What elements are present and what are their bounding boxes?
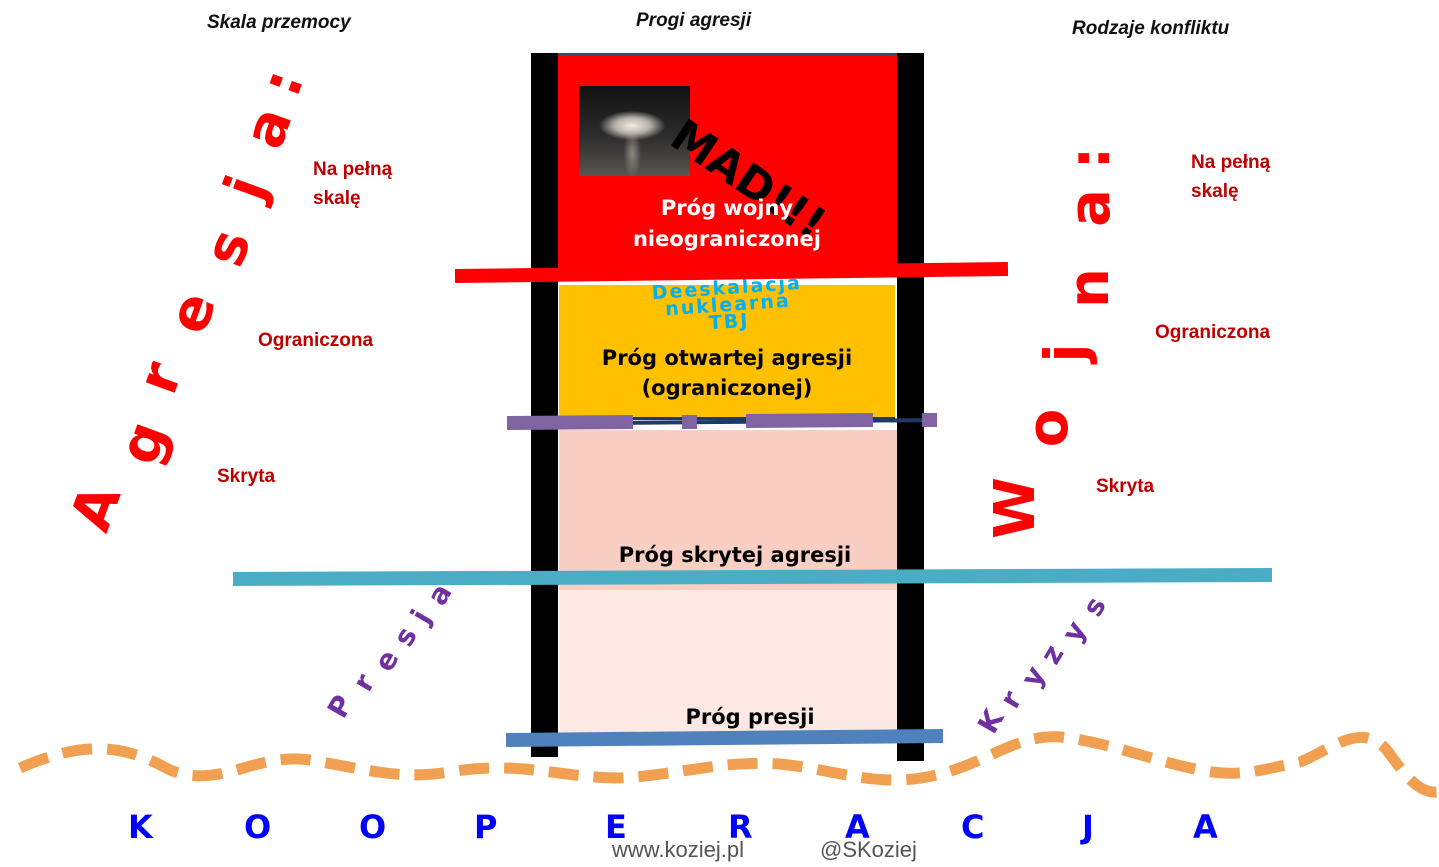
hidden-aggression-threshold-label: Próg skrytej agresji [618,543,852,567]
war-level-full: Na pełną skalę [1191,148,1270,206]
tower-right-pillar [897,53,924,761]
war-letter: j [1033,343,1099,363]
aggression-level-limited: Ograniczona [258,330,374,351]
war-level-limited: Ograniczona [1155,322,1271,343]
war-letter: o [1016,408,1082,448]
aggression-level-full-line1: Na pełną [313,159,393,180]
hidden-aggression-zone [559,430,899,590]
aggression-letter: s [191,221,265,275]
pressure-letter: P [320,689,360,724]
footer-website: www.koziej.pl [612,837,745,862]
aggression-letter: e [155,283,230,342]
pressure-letter: a [420,578,459,611]
cooperation-letter: A [1193,808,1218,846]
cooperation-letter: O [359,808,387,846]
crisis-letter: r [993,685,1029,714]
aggression-level-full: Na pełną skalę [313,155,392,213]
open-aggression-threshold-line-base [506,418,938,426]
crisis-letter: z [1033,639,1071,670]
cooperation-letter: C [961,808,985,846]
open-aggression-threshold-line2: (ograniczonej) [641,376,813,400]
war-letter: n [1056,268,1122,308]
war-level-hidden: Skryta [1096,476,1155,497]
aggression-letter: A [58,476,135,540]
cooperation-letter: R [728,808,753,846]
aggression-letter: g [106,412,181,473]
pressure-letter: e [367,644,406,677]
open-aggression-threshold-line1: Próg otwartej agresji [601,346,853,370]
open-aggression-threshold-label: Próg otwartej agresji (ograniczonej) [559,343,895,403]
nuclear-explosion-image [579,86,690,176]
cooperation-wave [17,731,1439,798]
aggression-level-hidden: Skryta [217,466,276,487]
cooperation-letter: O [244,808,272,846]
pressure-zone [559,590,899,740]
aggression-level-full-line2: skalę [313,188,361,209]
war-letter: W [982,477,1048,539]
pressure-letter: s [386,621,424,652]
crisis-letter: y [1014,660,1052,693]
cooperation-letter: E [605,808,627,846]
pressure-letter: j [404,604,438,629]
pressure-threshold-label: Próg presji [685,705,815,729]
cooperation-letter: A [845,808,870,846]
war-letter: a [1057,189,1123,227]
tower-left-pillar [531,53,558,757]
footer-handle: @SKoziej [820,837,917,862]
unlimited-war-threshold-line1: Próg wojny [660,196,794,220]
war-level-full-line1: Na pełną [1191,152,1271,173]
cooperation-letter: K [128,808,153,846]
open-aggression-threshold-line [506,413,937,430]
header-conflict-types: Rodzaje konfliktu [1072,18,1230,39]
cooperation-letter: J [1082,808,1094,846]
limited-aggression-zone [559,285,895,420]
unlimited-war-threshold-line2: nieograniczonej [632,227,821,251]
aggression-letter: : [248,61,318,105]
crisis-letter: K [971,703,1011,740]
cooperation-letter: P [474,808,498,846]
aggression-letter: a [231,98,306,157]
crisis-letter: y [1055,615,1093,648]
header-aggression-thresholds: Progi agresji [636,10,752,31]
header-violence-scale: Skala przemocy [207,12,351,33]
unlimited-war-threshold-label: Próg wojny nieograniczonej [559,193,895,255]
aggression-letter: j [212,167,280,208]
pressure-letter: r [346,668,382,697]
crisis-letter: s [1075,591,1113,622]
war-level-full-line2: skalę [1191,181,1239,202]
aggression-letter: r [125,353,196,402]
war-letter: : [1058,146,1124,170]
